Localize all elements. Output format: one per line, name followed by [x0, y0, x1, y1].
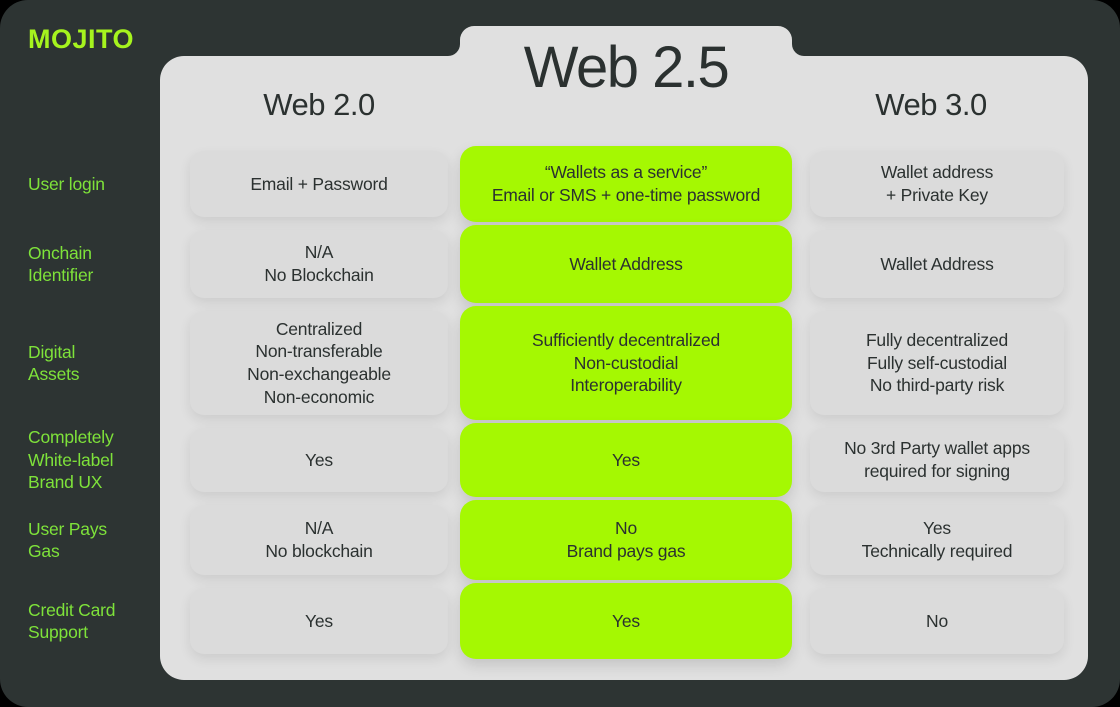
cell-credit-card-web30: No [810, 588, 1064, 654]
column-header-web20: Web 2.0 [263, 87, 375, 122]
cell-credit-card-web25: Yes [460, 583, 792, 659]
cell-digital-assets-web25: Sufficiently decentralized Non-custodial… [460, 306, 792, 420]
cell-credit-card-web20: Yes [190, 588, 448, 654]
cell-user-login-web25: “Wallets as a service” Email or SMS + on… [460, 146, 792, 222]
cell-onchain-identifier-web25: Wallet Address [460, 225, 792, 303]
column-header-web25: Web 2.5 [523, 35, 730, 100]
comparison-grid: Email + Password “Wallets as a service” … [190, 146, 1064, 659]
cell-white-label-web25: Yes [460, 423, 792, 497]
feature-label-digital-assets: Digital Assets [28, 341, 80, 384]
cell-digital-assets-web30: Fully decentralized Fully self-custodial… [810, 311, 1064, 415]
cell-onchain-identifier-web20: N/A No Blockchain [190, 230, 448, 298]
cell-white-label-web30: No 3rd Party wallet apps required for si… [810, 428, 1064, 492]
feature-label-credit-card-support: Credit Card Support [28, 599, 116, 642]
cell-user-login-web30: Wallet address + Private Key [810, 151, 1064, 217]
feature-label-user-pays-gas: User Pays Gas [28, 518, 107, 561]
cell-digital-assets-web20: Centralized Non-transferable Non-exchang… [190, 311, 448, 415]
cell-user-pays-gas-web25: No Brand pays gas [460, 500, 792, 580]
cell-onchain-identifier-web30: Wallet Address [810, 230, 1064, 298]
cell-user-login-web20: Email + Password [190, 151, 448, 217]
feature-label-onchain-identifier: Onchain Identifier [28, 242, 94, 285]
cell-user-pays-gas-web20: N/A No blockchain [190, 505, 448, 575]
cell-white-label-web20: Yes [190, 428, 448, 492]
feature-label-user-login: User login [28, 173, 105, 194]
column-header-web30: Web 3.0 [875, 87, 987, 122]
feature-labels-sidebar: User login Onchain Identifier Digital As… [28, 151, 173, 654]
mojito-logo: MOJITO [28, 24, 135, 54]
cell-user-pays-gas-web30: Yes Technically required [810, 505, 1064, 575]
feature-label-white-label-brand-ux: Completely White-label Brand UX [28, 427, 114, 493]
